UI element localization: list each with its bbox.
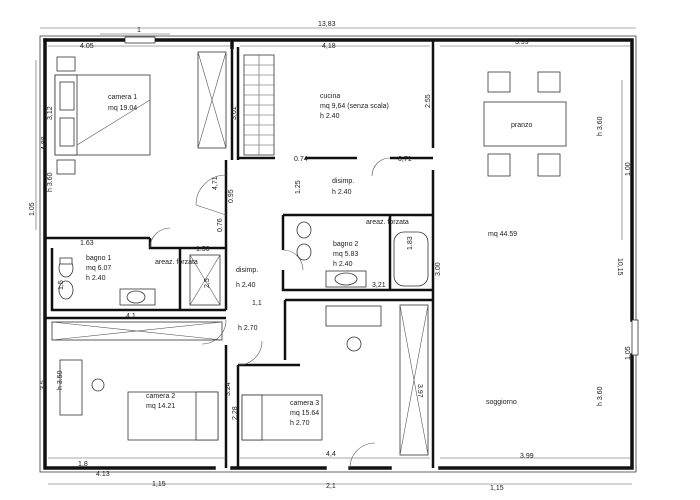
bed-camera1 [54,56,151,175]
dim-25: 2,5 [204,278,211,288]
dim-125: 1.25 [295,180,302,194]
camera3-area: mq 15.64 [290,410,319,417]
bagno1-name: bagno 1 [86,255,111,262]
dim-163: 1.63 [80,240,94,247]
bagno2-area: mq 5.83 [333,251,358,258]
dim-183: 1.83 [407,236,414,250]
cucina-name: cucina [320,93,340,100]
dim-074: 0.74 [294,156,308,163]
dim-115a: 1,15 [152,481,166,488]
dim-h360a: h 3.60 [47,172,54,192]
cucina-area: mq 9,64 (senza scala) [320,103,389,110]
window-right [631,319,639,356]
camera3-height: h 2.70 [290,420,310,427]
dim-228: 2.28 [232,406,239,420]
camera1-name: camera 1 [108,94,137,101]
disimp2-height2: h 2.70 [238,325,258,332]
dim-44: 4,4 [326,451,336,458]
dim-18: 1,8 [78,461,88,468]
window-top-left [124,36,156,44]
camera3-name: camera 3 [290,400,319,407]
aeraz-left: areaz. forzata [155,259,198,266]
bagno1-height: h 2.40 [86,275,106,282]
camera2-area: mq 14.21 [146,403,175,410]
dim-1: 1 [137,27,141,34]
dim-41: 4,1 [126,313,136,320]
dim-h360b: h 3.60 [597,386,604,406]
stairs [243,54,275,156]
disimp2-height: h 2.40 [236,282,256,289]
dim-150: 1.50 [196,246,210,253]
dim-321: 3,21 [372,282,386,289]
bagno2-height: h 2.40 [333,261,353,268]
furniture [54,56,567,469]
wardrobes [51,51,429,456]
camera2-name: camera 2 [146,393,175,400]
bed-camera2 [59,359,219,441]
soggiorno-name: soggiorno [486,399,517,406]
bagno2-fixtures [296,221,429,288]
dim-11: 1,1 [252,300,262,307]
outer-walls [39,35,639,473]
dim-071: 0,71 [398,156,412,163]
disimp2-name: disimp. [236,267,258,274]
dim-397: 3.97 [416,384,423,398]
aeraz-top: areaz. forzata [366,219,409,226]
dim-105: 1.05 [29,202,36,216]
bed-camera3 [241,305,382,441]
dining-table [483,71,567,177]
dim-overall: 13,83 [318,21,336,28]
dim-301: 3,01 [231,106,238,120]
dim-h360r: h 3.60 [597,116,604,136]
dim-076: 0.76 [217,218,224,232]
dim-418: 4,18 [322,43,336,50]
dim-399-top: 3.99 [515,39,529,46]
bagno1-area: mq 6.07 [86,265,111,272]
disimp1-name: disimp. [332,178,354,185]
dim-324: 3.24 [225,382,232,396]
dim-115b: 1,15 [490,485,504,492]
pranzo-name: pranzo [511,122,533,129]
dim-471: 4,71 [212,176,219,190]
dim-15: 1,5 [58,280,65,290]
dimension-lines [35,27,636,485]
dim-100: 1.00 [625,162,632,176]
dim-35: 3,5 [40,380,47,390]
bagno1-fixtures [58,257,156,306]
room-labels: camera 1 mq 19.04 cucina mq 9,64 (senza … [86,93,533,427]
disimp1-height: h 2.40 [332,189,352,196]
dim-413: 4.13 [96,471,110,478]
camera1-area: mq 19.04 [108,105,137,112]
cucina-height: h 2.40 [320,113,340,120]
dim-095: 0.95 [228,189,235,203]
dim-21: 2,1 [326,483,336,490]
interior-walls [45,40,435,468]
dim-399-bottom: 3.99 [520,453,534,460]
dim-h350: h 3.50 [57,370,64,390]
dim-105r: 1.05 [625,346,632,360]
dimension-labels: 13,83 1 4.05 4,18 3.99 3,12 4,88 h 3.60 … [29,21,632,492]
soggiorno-area: mq 44.59 [488,231,517,238]
dim-312: 3,12 [47,106,54,120]
dim-255: 2.55 [425,94,432,108]
dim-1015: 10,15 [616,258,623,276]
dim-300: 3.00 [435,262,442,276]
bagno2-name: bagno 2 [333,241,358,248]
dim-405: 4.05 [80,43,94,50]
door-swings [149,157,391,469]
dim-488: 4,88 [41,136,48,150]
